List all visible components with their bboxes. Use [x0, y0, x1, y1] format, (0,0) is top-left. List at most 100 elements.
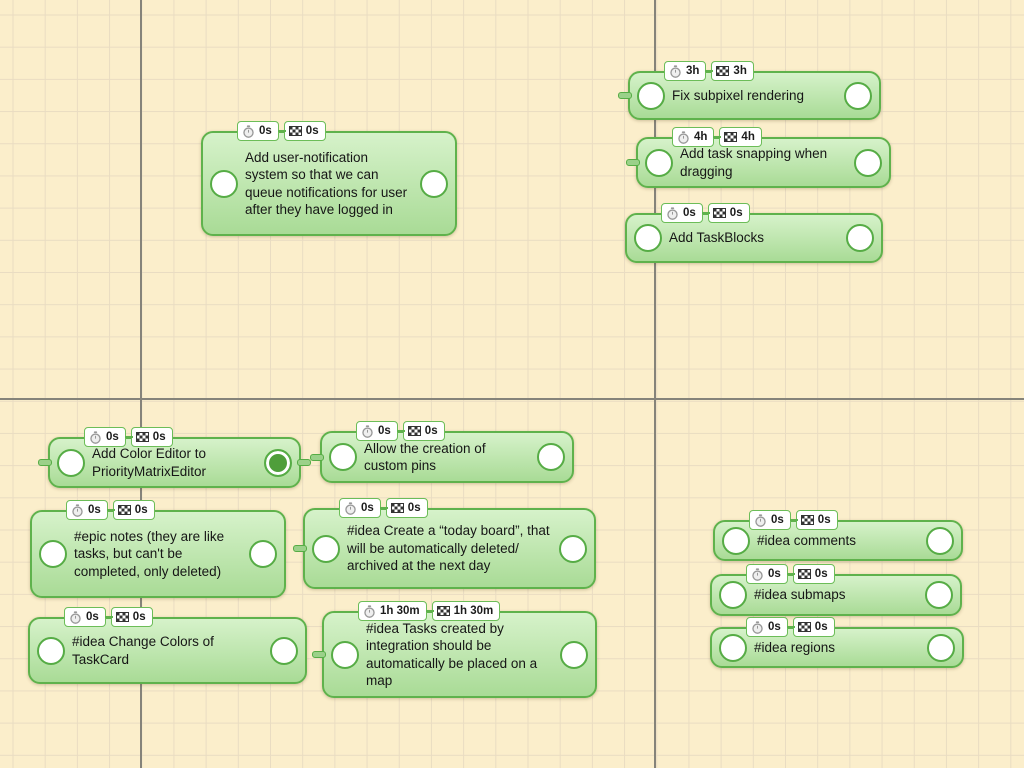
task-card[interactable]: 0s 0s Add TaskBlocks	[625, 203, 883, 263]
left-pin[interactable]	[57, 448, 85, 477]
connector-stub-right[interactable]	[297, 459, 311, 466]
left-pin[interactable]	[719, 581, 747, 609]
time-spent-value: 3h	[686, 65, 700, 77]
checkered-flag-icon	[407, 425, 421, 437]
time-spent-badge[interactable]: 0s	[749, 510, 791, 530]
right-pin[interactable]	[926, 526, 954, 555]
connector-stub-left[interactable]	[618, 92, 632, 99]
time-spent-badge[interactable]: 0s	[661, 203, 703, 223]
right-pin[interactable]	[559, 534, 587, 563]
right-pin[interactable]	[854, 148, 882, 177]
right-pin[interactable]	[927, 633, 955, 662]
time-spent-badge[interactable]: 0s	[84, 427, 126, 447]
task-card[interactable]: 0s 0s Add Color Editor to PriorityMatrix…	[38, 427, 311, 488]
right-pin[interactable]	[560, 640, 588, 669]
connector-stub-left[interactable]	[312, 651, 326, 658]
task-card[interactable]: 0s 0s #idea comments	[713, 510, 963, 561]
card-badges: 0s 0s	[661, 203, 750, 223]
left-pin[interactable]	[645, 148, 673, 177]
card-title: Allow the creation of custom pins	[364, 440, 486, 474]
estimate-badge[interactable]: 1h 30m	[425, 601, 501, 621]
right-pin[interactable]	[925, 581, 953, 609]
left-pin[interactable]	[331, 640, 359, 669]
left-pin[interactable]	[37, 636, 65, 665]
connector-stub-left[interactable]	[293, 545, 307, 552]
left-pin[interactable]	[719, 633, 747, 662]
left-pin[interactable]	[312, 534, 340, 563]
left-pin[interactable]	[722, 526, 750, 555]
time-spent-badge[interactable]: 3h	[664, 61, 707, 81]
estimate-badge[interactable]: 0s	[786, 617, 835, 637]
stopwatch-icon	[669, 64, 682, 78]
estimate-badge[interactable]: 0s	[701, 203, 750, 223]
time-spent-badge[interactable]: 0s	[356, 421, 398, 441]
task-card[interactable]: 0s 0s #idea regions	[710, 617, 964, 668]
stopwatch-icon	[71, 503, 84, 517]
time-spent-badge[interactable]: 0s	[339, 498, 381, 518]
quadrant-divider-horizontal	[0, 398, 1024, 400]
connector-stub-left[interactable]	[626, 159, 640, 166]
time-spent-badge[interactable]: 0s	[746, 617, 788, 637]
checkered-flag-icon	[716, 65, 730, 77]
left-pin[interactable]	[329, 443, 357, 471]
stopwatch-icon	[754, 513, 767, 527]
right-pin[interactable]	[537, 443, 565, 471]
time-spent-badge[interactable]: 0s	[66, 500, 108, 520]
time-spent-value: 0s	[106, 431, 119, 443]
left-pin[interactable]	[634, 224, 662, 252]
estimate-badge[interactable]: 0s	[396, 421, 445, 441]
right-pin-filled[interactable]	[264, 448, 292, 477]
card-badges: 1h 30m 1h 30m	[358, 601, 501, 621]
checkered-flag-icon	[390, 502, 404, 514]
left-pin[interactable]	[39, 540, 67, 568]
estimate-badge[interactable]: 0s	[124, 427, 173, 447]
stopwatch-icon	[363, 604, 376, 618]
estimate-badge[interactable]: 0s	[277, 121, 326, 141]
estimate-badge[interactable]: 0s	[786, 564, 835, 584]
checkered-flag-icon	[115, 611, 129, 623]
task-card[interactable]: 0s 0s Allow the creation of custom pins	[310, 421, 574, 483]
task-card[interactable]: 0s 0s Add user-notification system so th…	[201, 121, 457, 236]
checkered-flag-icon	[288, 125, 302, 137]
right-pin[interactable]	[844, 81, 872, 110]
connector-stub-left[interactable]	[310, 453, 324, 461]
time-spent-badge[interactable]: 0s	[237, 121, 279, 141]
estimate-value: 0s	[407, 502, 421, 514]
task-card[interactable]: 0s 0s #idea Change Colors of TaskCard	[28, 607, 307, 684]
time-spent-badge[interactable]: 0s	[746, 564, 788, 584]
checkered-flag-icon	[797, 568, 811, 580]
stopwatch-icon	[751, 567, 764, 581]
task-card[interactable]: 0s 0s #idea submaps	[710, 564, 962, 616]
card-badges: 0s 0s	[339, 498, 428, 518]
time-spent-value: 0s	[259, 125, 272, 137]
task-card[interactable]: 0s 0s #epic notes (they are like tasks, …	[30, 500, 286, 598]
connector-stub-left[interactable]	[38, 459, 52, 466]
task-card[interactable]: 4h 4h Add task snapping when dragging	[626, 127, 891, 188]
estimate-badge[interactable]: 3h	[705, 61, 754, 81]
estimate-value: 0s	[134, 504, 148, 516]
time-spent-badge[interactable]: 0s	[64, 607, 106, 627]
card-title: Add user-notification system so that we …	[245, 149, 408, 218]
right-pin[interactable]	[249, 540, 277, 568]
estimate-badge[interactable]: 0s	[789, 510, 838, 530]
time-spent-value: 0s	[86, 611, 99, 623]
right-pin[interactable]	[846, 224, 874, 252]
left-pin[interactable]	[637, 81, 665, 110]
estimate-badge[interactable]: 0s	[104, 607, 153, 627]
task-card[interactable]: 1h 30m 1h 30m #idea Tasks created by int…	[312, 601, 597, 698]
checkered-flag-icon	[800, 514, 814, 526]
task-card[interactable]: 3h 3h Fix subpixel rendering	[618, 61, 881, 120]
time-spent-value: 0s	[361, 502, 374, 514]
task-card[interactable]: 0s 0s #idea Create a “today board”, that…	[293, 498, 596, 589]
estimate-badge[interactable]: 0s	[379, 498, 428, 518]
estimate-badge[interactable]: 4h	[713, 127, 762, 147]
checkered-flag-icon	[712, 207, 726, 219]
right-pin[interactable]	[420, 169, 448, 198]
estimate-badge[interactable]: 0s	[106, 500, 155, 520]
time-spent-badge[interactable]: 1h 30m	[358, 601, 427, 621]
stopwatch-icon	[344, 501, 357, 515]
time-spent-badge[interactable]: 4h	[672, 127, 715, 147]
left-pin[interactable]	[210, 169, 238, 198]
right-pin[interactable]	[270, 636, 298, 665]
